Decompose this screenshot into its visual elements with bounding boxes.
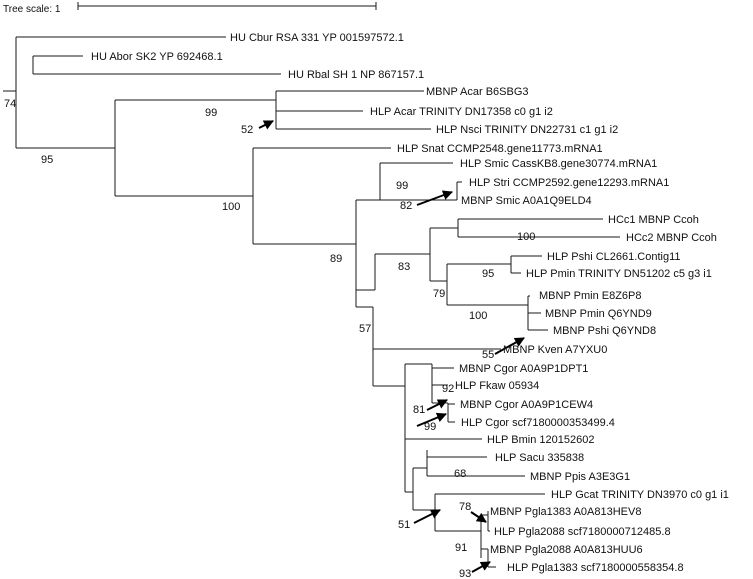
support-value: 51 — [398, 519, 410, 531]
leaf-label: MBNP Pmin Q6YND9 — [545, 308, 652, 320]
support-value: 100 — [222, 201, 240, 213]
leaf-label: MBNP Kven A7YXU0 — [503, 344, 607, 356]
support-value: 74 — [4, 98, 16, 110]
leaf-label: HLP Smic CassKB8.gene30774.mRNA1 — [460, 158, 657, 170]
support-value: 99 — [424, 421, 436, 433]
support-value: 99 — [396, 180, 408, 192]
leaf-label: MBNP Smic A0A1Q9ELD4 — [461, 195, 592, 207]
leaf-label: HLP Pshi CL2661.Contig11 — [547, 251, 681, 263]
support-value: 92 — [442, 383, 454, 395]
support-value: 100 — [517, 231, 535, 243]
leaf-label: HLP Gcat TRINITY DN3970 c0 g1 i1 — [551, 489, 729, 501]
leaf-label: HU Cbur RSA 331 YP 001597572.1 — [230, 32, 404, 44]
leaf-label: MBNP Cgor A0A9P1CEW4 — [460, 399, 593, 411]
leaf-label: HLP Nsci TRINITY DN22731 c1 g1 i2 — [436, 124, 618, 136]
support-value: 99 — [205, 107, 217, 119]
support-arrows — [258, 120, 525, 573]
leaf-label: MBNP Ppis A3E3G1 — [530, 471, 630, 483]
support-value: 93 — [459, 568, 471, 579]
support-values: 74 99 52 95 100 99 82 89 100 83 95 79 10… — [4, 98, 535, 579]
support-value: 68 — [454, 468, 466, 480]
support-value: 100 — [469, 310, 487, 322]
support-value: 89 — [330, 253, 342, 265]
leaf-label: HLP Fkaw 05934 — [455, 380, 539, 392]
leaf-label: HCc1 MBNP Ccoh — [608, 214, 699, 226]
support-value: 83 — [398, 261, 410, 273]
leaf-label: HLP Pmin TRINITY DN51202 c5 g3 i1 — [526, 268, 712, 280]
leaf-label: HU Rbal SH 1 NP 867157.1 — [288, 69, 424, 81]
support-value: 79 — [433, 288, 445, 300]
support-value: 95 — [482, 268, 494, 280]
leaf-label: HLP Cgor scf7180000353499.4 — [461, 417, 615, 429]
support-value: 52 — [241, 124, 253, 136]
leaf-label: HLP Snat CCMP2548.gene11773.mRNA1 — [397, 143, 603, 155]
leaf-label: HCc2 MBNP Ccoh — [626, 232, 717, 244]
support-value: 81 — [413, 404, 425, 416]
support-value: 95 — [41, 154, 53, 166]
leaf-label: HLP Pgla1383 scf7180000558354.8 — [507, 562, 684, 574]
leaf-label: HLP Sacu 335838 — [495, 452, 584, 464]
leaf-label: MBNP Pshi Q6YND8 — [553, 325, 656, 337]
leaf-label: MBNP Pgla1383 A0A813HEV8 — [490, 506, 641, 518]
support-value: 78 — [459, 501, 471, 513]
leaf-label: MBNP Acar B6SBG3 — [426, 86, 529, 98]
scale-bar — [77, 2, 377, 10]
leaf-labels: HU Cbur RSA 331 YP 001597572.1 HU Abor S… — [91, 32, 729, 574]
leaf-label: HLP Acar TRINITY DN17358 c0 g1 i2 — [370, 106, 553, 118]
support-value: 55 — [482, 349, 494, 361]
support-value: 82 — [400, 200, 412, 212]
leaf-label: HLP Pgla2088 scf7180000712485.8 — [494, 526, 671, 538]
leaf-label: MBNP Cgor A0A9P1DPT1 — [459, 363, 588, 375]
tree-scale-label: Tree scale: 1 — [3, 4, 61, 15]
leaf-label: HLP Stri CCMP2592.gene12293.mRNA1 — [469, 177, 669, 189]
leaf-label: HLP Bmin 120152602 — [487, 434, 594, 446]
leaf-label: MBNP Pgla2088 A0A813HUU6 — [490, 544, 643, 556]
support-value: 57 — [359, 323, 371, 335]
leaf-label: MBNP Pmin E8Z6P8 — [539, 290, 642, 302]
leaf-label: HU Abor SK2 YP 692468.1 — [91, 51, 223, 63]
support-value: 91 — [455, 542, 467, 554]
